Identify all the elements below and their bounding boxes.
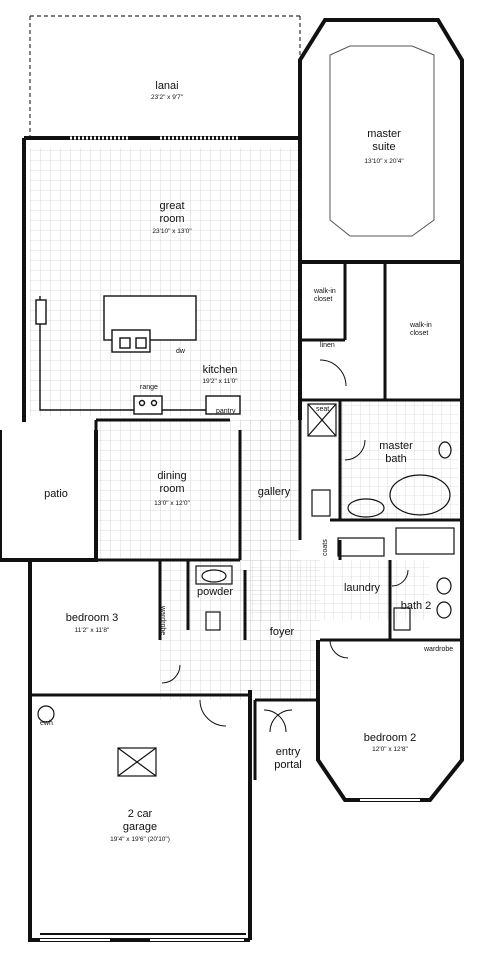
label-dining-room: dining room [157,470,187,495]
lanai-area [29,15,301,140]
label-wardrobe-bed2: wardrobe [424,646,454,653]
label-kitchen: kitchen [202,364,238,376]
label-linen: linen [320,342,335,349]
label-coats: coats [322,539,329,556]
label-wardrobe-bed3: wardrobe [159,606,166,636]
garage-fixtures [37,705,246,935]
label-ewh: ewh [40,720,53,727]
label-lanai: lanai [155,80,179,92]
label-walkin-closet-right: walk-in closet [410,322,432,337]
label-walkin-closet-left: walk-in closet [314,288,336,303]
door-swings [161,359,409,733]
dim-kitchen: 19'2" x 11'0" [202,378,238,385]
dim-great-room: 23'10" x 13'0" [152,228,192,235]
tile-floors [30,148,458,700]
kitchen-fixtures [35,295,241,415]
label-pantry: pantry [216,408,236,415]
label-powder: powder [196,586,234,598]
label-bath2: bath 2 [400,600,432,612]
label-laundry: laundry [343,582,381,594]
label-dw: dw [176,348,185,355]
label-patio: patio [44,488,68,500]
label-master-bath: master bath [379,440,413,465]
label-range: range [140,384,158,391]
label-bedroom3: bedroom 3 [65,612,119,624]
bath-fixtures [195,403,455,631]
label-seat: seat [316,406,330,413]
label-foyer: foyer [269,626,295,638]
label-garage: 2 car garage [122,808,158,833]
dim-bedroom3: 11'2" x 11'8" [74,627,110,634]
label-entry-portal: entry portal [274,746,302,771]
label-bedroom2: bedroom 2 [363,732,417,744]
windows [40,136,420,941]
dim-garage: 19'4" x 19'6" (20'10") [110,836,170,843]
dim-dining-room: 13'0" x 12'0" [154,500,190,507]
label-master-suite: master suite [367,128,401,153]
interior-walls [30,262,462,780]
label-gallery: gallery [257,486,291,498]
dim-master-suite: 13'10" x 20'4" [364,158,404,165]
dim-bedroom2: 12'0" x 12'8" [372,746,408,753]
dim-lanai: 23'2" x 9'7" [150,94,184,101]
label-great-room: great room [159,200,185,225]
